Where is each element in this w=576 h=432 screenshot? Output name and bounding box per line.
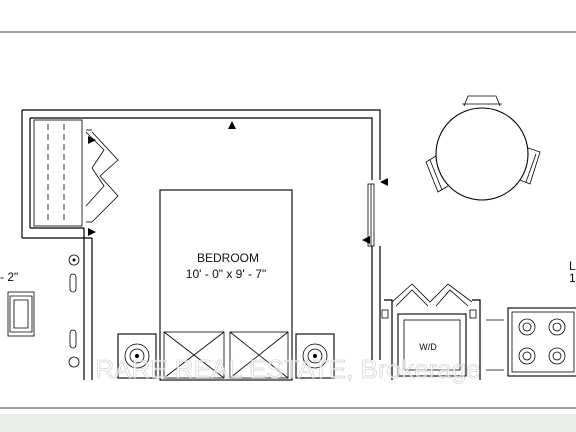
left-fixtures: [7, 254, 80, 368]
watermark: RARE REAL ESTATE, Brokerage: [95, 354, 480, 384]
bed: [159, 189, 293, 381]
stove: [486, 307, 576, 377]
bedroom-window: [367, 183, 375, 247]
bedroom-walls: [21, 109, 381, 380]
nightstand-left: [117, 333, 157, 379]
dining-table: [425, 95, 541, 201]
right-label-fragment-bottom: 1: [569, 271, 576, 285]
closet-bifold-door: [85, 129, 119, 223]
right-label-fragment-top: L: [569, 259, 576, 273]
room-name: BEDROOM: [197, 251, 259, 265]
bottom-strip: [0, 414, 576, 432]
closet: [33, 119, 83, 227]
left-dimension-fragment: - 2": [0, 270, 18, 284]
nightstand-right: [295, 333, 335, 379]
laundry-closet: [381, 283, 481, 380]
washer-dryer-label: W/D: [419, 342, 437, 352]
section-arrows: [88, 121, 388, 244]
room-dimensions: 10' - 0" x 9' - 7": [186, 267, 266, 281]
